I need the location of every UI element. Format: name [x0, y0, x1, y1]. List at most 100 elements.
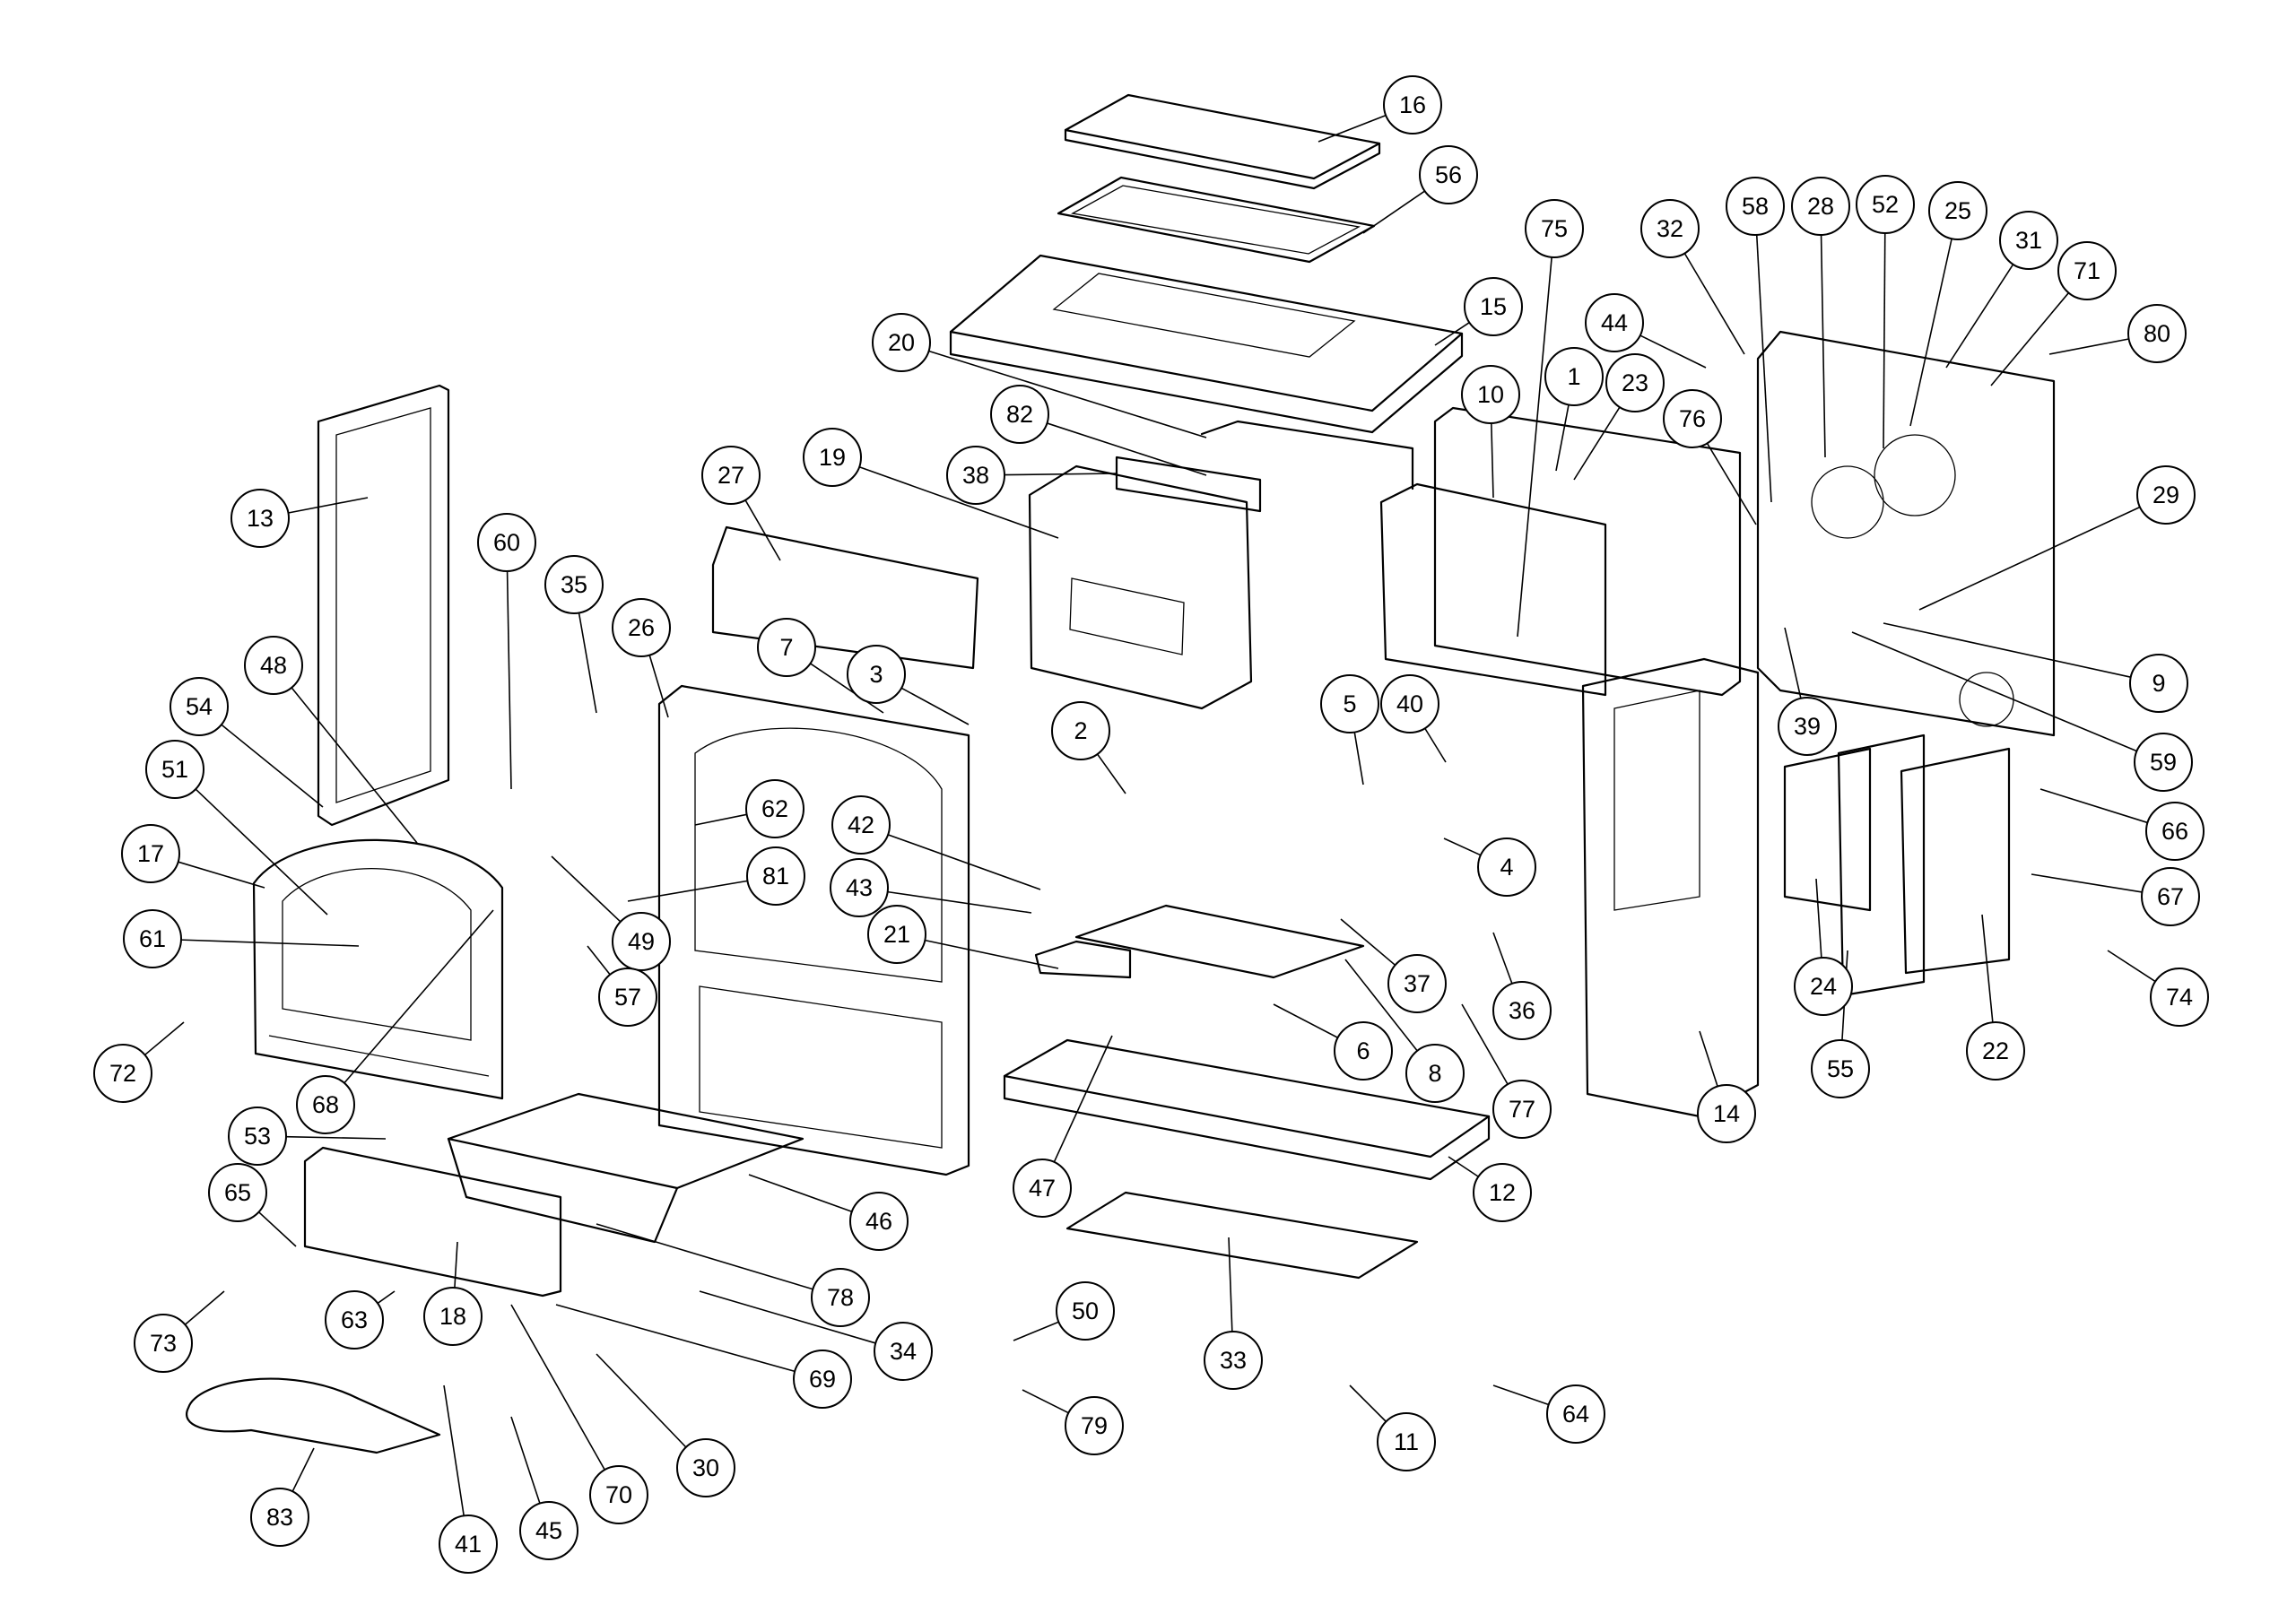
- callout-81: 81: [746, 846, 805, 906]
- leader-line-11: [1349, 1384, 1387, 1422]
- leader-line-72: [144, 1021, 185, 1056]
- leader-line-73: [184, 1290, 225, 1325]
- callout-circle-29: [2136, 465, 2196, 525]
- callout-5: 5: [1320, 674, 1379, 733]
- callout-circle-9: [2129, 654, 2188, 713]
- callout-circle-26: [612, 598, 671, 657]
- callout-60: 60: [477, 513, 536, 572]
- callout-number-71: 71: [2074, 257, 2100, 284]
- callout-circle-44: [1585, 293, 1644, 352]
- callout-number-50: 50: [1072, 1298, 1099, 1324]
- callout-69: 69: [793, 1350, 852, 1409]
- leader-line-49: [551, 855, 622, 923]
- callout-36: 36: [1492, 981, 1552, 1040]
- callout-32: 32: [1640, 199, 1700, 258]
- callout-71: 71: [2057, 241, 2117, 300]
- part-15-top-casting: [949, 254, 1464, 434]
- part-26-front-frame: [657, 684, 970, 1176]
- leader-line-78: [596, 1223, 813, 1290]
- callout-15: 15: [1464, 277, 1523, 336]
- callout-number-62: 62: [761, 795, 788, 822]
- callout-number-1: 1: [1567, 363, 1580, 390]
- callout-number-26: 26: [628, 614, 655, 641]
- leader-line-33: [1228, 1237, 1233, 1332]
- callout-23: 23: [1605, 353, 1665, 412]
- callout-circle-7: [757, 618, 816, 677]
- callout-13: 13: [230, 489, 290, 548]
- callout-number-45: 45: [535, 1517, 562, 1544]
- leader-line-77: [1461, 1003, 1509, 1085]
- callout-circle-8: [1405, 1044, 1465, 1103]
- callout-56: 56: [1419, 145, 1478, 204]
- callout-number-57: 57: [614, 984, 641, 1011]
- callout-circle-59: [2134, 733, 2193, 792]
- part-13-side-panel: [317, 384, 450, 827]
- callout-6: 6: [1334, 1021, 1393, 1081]
- leader-line-20: [928, 350, 1207, 438]
- callout-circle-14: [1697, 1084, 1756, 1143]
- leader-line-70: [510, 1304, 605, 1471]
- callout-11: 11: [1377, 1412, 1436, 1471]
- callout-38: 38: [946, 446, 1005, 505]
- callout-circle-53: [228, 1107, 287, 1166]
- leader-line-81: [627, 880, 748, 902]
- callout-3: 3: [847, 645, 906, 704]
- leader-line-13: [288, 497, 369, 514]
- callout-61: 61: [123, 909, 182, 968]
- callout-1: 1: [1544, 347, 1604, 406]
- callout-circle-66: [2145, 802, 2205, 861]
- leader-line-50: [1013, 1321, 1059, 1341]
- callout-number-75: 75: [1541, 215, 1568, 242]
- leader-line-24: [1815, 878, 1822, 959]
- part-12-base: [1003, 1038, 1491, 1181]
- callout-82: 82: [990, 385, 1049, 444]
- callout-number-14: 14: [1713, 1100, 1740, 1127]
- part-33-bottom-plate: [1065, 1191, 1419, 1280]
- callout-number-76: 76: [1679, 405, 1706, 432]
- callout-number-70: 70: [605, 1481, 632, 1508]
- callout-circle-62: [745, 779, 804, 838]
- leader-line-12: [1448, 1156, 1479, 1177]
- callout-number-43: 43: [846, 874, 873, 901]
- callout-circle-75: [1525, 199, 1584, 258]
- leader-line-31: [1945, 264, 2014, 369]
- callout-2: 2: [1051, 701, 1110, 760]
- callout-number-46: 46: [865, 1208, 892, 1235]
- leader-line-74: [2107, 950, 2156, 983]
- callout-number-52: 52: [1872, 191, 1899, 218]
- callout-circle-41: [439, 1515, 498, 1574]
- leader-line-68: [344, 909, 494, 1084]
- leader-line-51: [195, 788, 328, 916]
- leader-line-45: [510, 1416, 541, 1504]
- callout-number-58: 58: [1742, 193, 1769, 220]
- leader-line-44: [1639, 334, 1707, 369]
- callout-number-37: 37: [1404, 970, 1431, 997]
- callout-circle-37: [1387, 954, 1447, 1013]
- leader-line-62: [694, 813, 747, 826]
- callout-circle-70: [589, 1465, 648, 1524]
- callout-number-6: 6: [1356, 1037, 1370, 1064]
- leader-line-82: [1047, 422, 1207, 476]
- leader-line-65: [257, 1211, 297, 1247]
- leader-line-64: [1492, 1384, 1550, 1406]
- callout-circle-51: [145, 740, 204, 799]
- part-46-ash-pan: [447, 1092, 804, 1244]
- callout-number-31: 31: [2015, 227, 2042, 254]
- part-56-gasket-frame: [1057, 176, 1376, 264]
- callout-number-65: 65: [224, 1179, 251, 1206]
- callout-circle-81: [746, 846, 805, 906]
- part-19-flue-box: [1028, 420, 1414, 710]
- part-8-grate: [1034, 904, 1365, 979]
- callout-circle-83: [250, 1488, 309, 1547]
- callout-number-73: 73: [150, 1330, 177, 1357]
- callout-number-32: 32: [1657, 215, 1683, 242]
- callout-number-25: 25: [1944, 197, 1971, 224]
- leader-line-37: [1340, 918, 1396, 966]
- callout-number-7: 7: [779, 634, 793, 661]
- callout-number-80: 80: [2144, 320, 2170, 347]
- callout-circle-27: [701, 446, 761, 505]
- callout-9: 9: [2129, 654, 2188, 713]
- callout-number-30: 30: [692, 1454, 719, 1481]
- part-14-right-side: [1581, 657, 1760, 1118]
- callout-number-83: 83: [266, 1504, 293, 1531]
